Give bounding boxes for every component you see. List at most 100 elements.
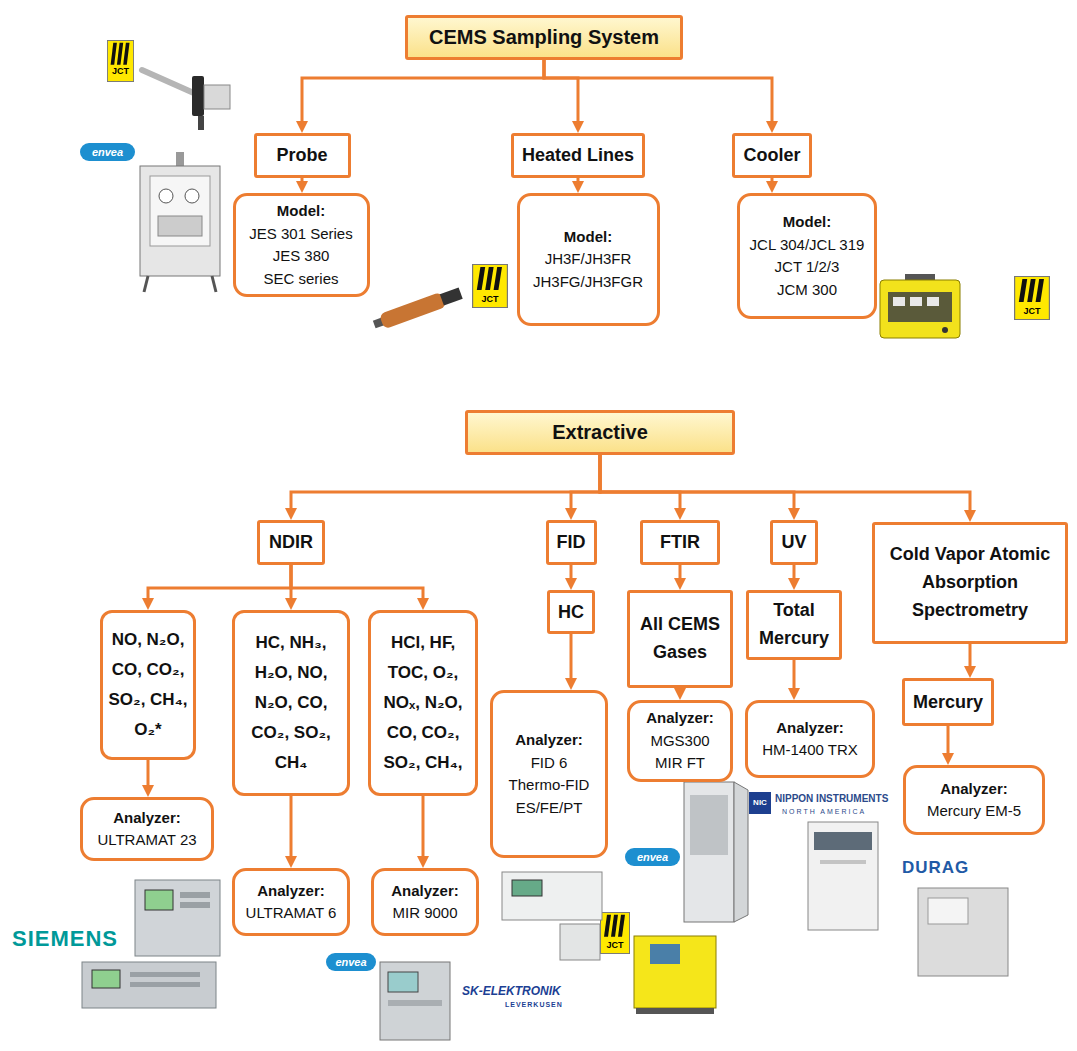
siemens-analyzer-illustration: [135, 880, 220, 956]
logo-text: SK-ELEKTRONIK: [462, 984, 561, 998]
probe-cabinet-illustration: [140, 166, 220, 276]
arrow-connector: [600, 455, 680, 514]
box-heading: CEMS Sampling System: [429, 26, 659, 49]
box-heading: Extractive: [552, 421, 648, 444]
mgs300-illustration: [684, 782, 734, 922]
cooler-illustration: [893, 297, 905, 306]
hm1400-illustration: [820, 860, 866, 864]
siemens-analyzer-illustration: [145, 890, 173, 910]
box-line: MIR 9000: [392, 902, 457, 925]
hm1400-illustration: [808, 822, 878, 930]
box-heading: Model:: [277, 200, 325, 223]
jct-logo: [107, 40, 1049, 953]
durag-illustration: [918, 888, 1008, 976]
arrow-connector: [793, 660, 796, 694]
mgs300-illustration: [684, 782, 748, 922]
logo-text: DURAG: [902, 858, 969, 878]
box-heading: FID: [557, 532, 586, 553]
nic-logo: [749, 792, 771, 814]
arrow-connector: [291, 565, 423, 604]
cooler-illustration: [905, 274, 935, 280]
box-line: MGS300: [650, 730, 709, 753]
logo-text: envea: [625, 848, 680, 866]
envea-logo: [80, 143, 680, 971]
arrow-connector: [679, 565, 682, 584]
box-heading: HC, NH₃, H₂O, NO, N₂O, CO, CO₂, SO₂, CH₄: [240, 628, 342, 778]
arrow-connector: [679, 688, 682, 694]
model-box: Analyzer:Mercury EM-5: [903, 765, 1045, 835]
model-box: Analyzer:HM-1400 TRX: [745, 700, 875, 778]
cooler-illustration: [880, 280, 960, 338]
fid-illustration: [512, 880, 542, 896]
model-box: Analyzer:MIR 9000: [371, 868, 479, 936]
arrow-connector: [302, 60, 544, 127]
category-box: Total Mercury: [746, 590, 842, 660]
jct-ftir-illustration: [634, 936, 716, 1008]
category-box: NDIR: [257, 520, 325, 565]
box-heading: Analyzer:: [515, 729, 583, 752]
box-line: ULTRAMAT 23: [97, 829, 196, 852]
siemens-analyzer-illustration: [180, 902, 210, 908]
title-box: Extractive: [465, 410, 735, 455]
arrow-connector: [544, 60, 578, 127]
arrow-connector: [147, 760, 150, 791]
box-heading: Analyzer:: [940, 778, 1008, 801]
siemens-analyzer-illustration: [82, 962, 216, 1008]
box-heading: Analyzer:: [391, 880, 459, 903]
arrow-connector: [422, 796, 425, 862]
mir9000-illustration: [380, 962, 450, 1040]
logo-text: NIC: [749, 792, 771, 814]
logo-text: envea: [326, 953, 376, 971]
box-line: MIR FT: [655, 752, 705, 775]
fid-illustration: [502, 872, 602, 920]
box-heading: Cold Vapor Atomic Absorption Spectrometr…: [881, 541, 1059, 625]
mir9000-illustration: [388, 972, 418, 992]
box-heading: FTIR: [660, 532, 700, 553]
category-box: FTIR: [640, 520, 720, 565]
gas-list-box: HC, NH₃, H₂O, NO, N₂O, CO, CO₂, SO₂, CH₄: [232, 610, 350, 796]
probe-illustration: [142, 70, 196, 94]
box-line: JES 301 Series: [249, 223, 352, 246]
arrow-connector: [570, 634, 573, 684]
mgs300-illustration: [734, 782, 748, 922]
box-line: Mercury EM-5: [927, 800, 1021, 823]
jct-logo: [107, 40, 133, 81]
siemens-analyzer-illustration: [130, 972, 200, 977]
mgs300-illustration: [690, 795, 728, 855]
heated-line-illustration: [379, 292, 446, 330]
box-line: JH3F/JH3FR: [545, 248, 632, 271]
box-line: FID 6: [531, 752, 568, 775]
siemens-analyzer-illustration: [92, 970, 120, 988]
arrow-connector: [301, 178, 304, 187]
jct-logo: [1015, 277, 1050, 320]
probe-illustration: [204, 85, 230, 109]
box-heading: Model:: [564, 226, 612, 249]
siemens-analyzer-illustration: [180, 892, 210, 898]
category-box: Cold Vapor Atomic Absorption Spectrometr…: [872, 522, 1068, 644]
logo-text: JCT: [472, 294, 508, 305]
fid-illustration: [560, 924, 600, 960]
box-heading: All CEMS Gases: [636, 611, 724, 667]
box-heading: UV: [781, 532, 806, 553]
box-heading: Probe: [276, 145, 327, 166]
model-box: Model:JES 301 SeriesJES 380SEC series: [233, 193, 370, 297]
box-heading: HC: [558, 602, 584, 623]
durag-illustration: [928, 898, 968, 924]
probe-cabinet-illustration: [150, 176, 210, 246]
arrow-connector: [770, 178, 773, 187]
cooler-illustration: [927, 297, 939, 306]
arrow-connector: [570, 565, 573, 584]
probe-illustration: [192, 76, 204, 116]
box-heading: Analyzer:: [113, 807, 181, 830]
category-box: Mercury: [902, 678, 994, 726]
probe-illustration: [198, 116, 204, 130]
arrow-connector: [969, 644, 972, 672]
jct-logo: [473, 265, 508, 308]
jct-ftir-illustration: [636, 1008, 714, 1014]
gas-list-box: HCl, HF, TOC, O₂, NOₓ, N₂O, CO, CO₂, SO₂…: [368, 610, 478, 796]
probe-cabinet-illustration: [144, 276, 148, 292]
siemens-analyzer-illustration: [130, 982, 200, 987]
arrow-connector: [571, 455, 600, 514]
box-heading: Analyzer:: [776, 717, 844, 740]
cooler-illustration: [942, 327, 948, 333]
